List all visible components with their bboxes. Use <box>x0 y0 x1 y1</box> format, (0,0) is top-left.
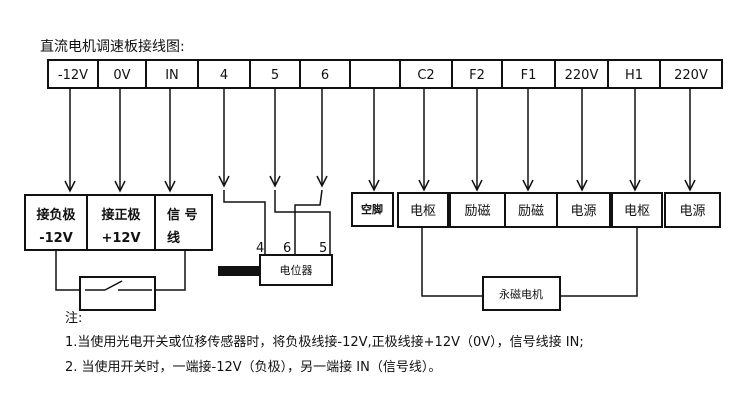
motor-terminal-label: 电枢 <box>410 204 436 219</box>
pot-pin-6: 6 <box>283 241 291 256</box>
motor-terminal-label: 电枢 <box>624 204 650 219</box>
terminal-10: 220V <box>565 68 599 83</box>
arrow-head-icon <box>218 175 230 188</box>
terminal-5: 6 <box>321 68 329 83</box>
terminal-4: 5 <box>271 68 279 83</box>
diagram-title: 直流电机调速板接线图: <box>40 38 185 55</box>
arrow-head-icon <box>164 180 176 193</box>
arrow-head-icon <box>316 175 328 188</box>
blank-pin-label: 空脚 <box>361 202 383 216</box>
arrow-head-icon <box>471 179 483 192</box>
terminal-1: 0V <box>113 68 130 83</box>
negative-label: 接负极 <box>36 207 76 223</box>
knob-shaft <box>218 266 260 276</box>
arrow-head-icon <box>64 180 76 193</box>
pot-pin-5: 5 <box>319 241 327 256</box>
motor-terminal-label: 电源 <box>570 204 596 219</box>
notes-heading: 注: <box>65 311 82 326</box>
motor-connection-boxes: 电枢 励磁 励磁 电源 电枢 电源 <box>397 192 721 228</box>
arrow-head-icon <box>576 179 588 192</box>
potentiometer: 电位器 4 6 5 <box>218 189 333 286</box>
potentiometer-label: 电位器 <box>280 263 313 277</box>
signal-label-2: 线 <box>167 230 180 246</box>
note-2: 2. 当使用开关时，一端接-12V（负极），另一端接 IN（信号线）。 <box>65 359 441 375</box>
signal-label: 信 号 <box>167 207 198 223</box>
positive-voltage: +12V <box>101 231 140 246</box>
pot-pin-4: 4 <box>256 241 264 256</box>
negative-voltage: -12V <box>39 231 73 246</box>
permanent-magnet-motor: 永磁电机 <box>421 227 638 311</box>
arrow-head-icon <box>629 179 641 192</box>
terminal-12: 220V <box>674 68 708 83</box>
motor-terminal-label: 电源 <box>679 204 705 219</box>
terminal-9: F1 <box>521 68 537 83</box>
terminal-8: F2 <box>469 68 485 83</box>
sensor-connection-boxes: 接负极 -12V 接正极 +12V 信 号 线 <box>24 194 213 251</box>
terminal-3: 4 <box>220 68 228 83</box>
switch <box>55 250 186 311</box>
note-1: 1.当使用光电开关或位移传感器时，将负极线接-12V,正极线接+12V（0V），… <box>65 334 584 350</box>
motor-terminal-label: 励磁 <box>518 204 544 219</box>
motor-terminal-label: 励磁 <box>464 204 490 219</box>
motor-label: 永磁电机 <box>499 287 543 301</box>
arrow-head-icon <box>418 179 430 192</box>
terminal-7: C2 <box>417 68 434 83</box>
arrow-head-icon <box>368 179 380 192</box>
arrow-head-icon <box>269 175 281 188</box>
arrow-head-icon <box>522 179 534 192</box>
positive-label: 接正极 <box>101 207 141 223</box>
arrow-head-icon <box>684 179 696 192</box>
terminal-2: IN <box>165 68 179 83</box>
wire-arrows <box>64 88 696 193</box>
terminal-strip: -12V 0V IN 4 5 6 C2 F2 F1 220V H1 220V <box>47 59 723 89</box>
terminal-0: -12V <box>58 68 88 83</box>
terminal-11: H1 <box>625 68 643 83</box>
arrow-head-icon <box>114 180 126 193</box>
